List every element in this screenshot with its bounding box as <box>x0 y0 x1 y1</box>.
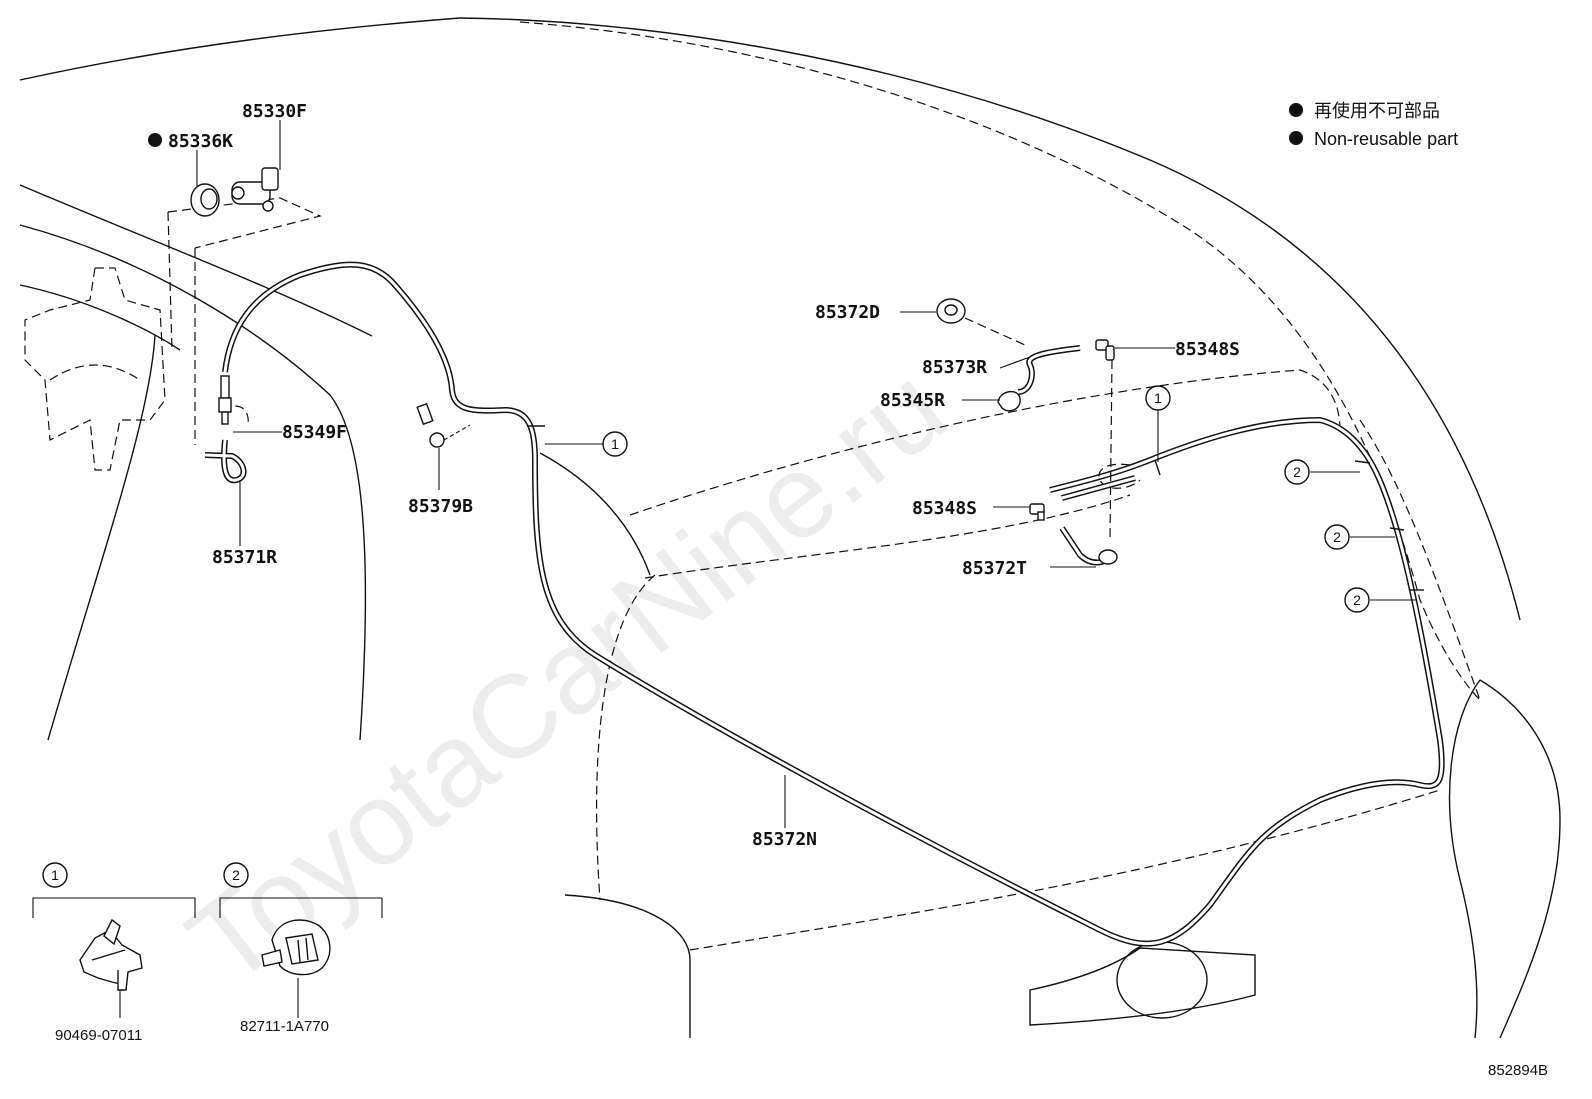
leader-lines <box>196 120 1416 828</box>
hose-segment <box>1061 475 1136 501</box>
callout-2-b: 2 <box>1324 524 1350 550</box>
label-85348S-top: 85348S <box>1175 339 1240 360</box>
callout-2-a: 2 <box>1284 459 1310 485</box>
clip-detail-2-index: 2 <box>232 867 240 883</box>
label-85349F: 85349F <box>282 422 347 443</box>
cap-85372D <box>936 298 966 324</box>
label-85379B: 85379B <box>408 496 473 517</box>
legend-line-2: Non-reusable part <box>1314 129 1458 149</box>
clip-detail-2-part-number: 82711-1A770 <box>240 1018 329 1035</box>
callout-2-c: 2 <box>1344 587 1370 613</box>
nozzle-85372T <box>1059 526 1118 566</box>
label-85372N: 85372N <box>752 829 817 850</box>
callouts: 1 1 2 2 2 <box>602 385 1370 613</box>
label-85371R: 85371R <box>212 547 277 568</box>
rear-nozzle-area <box>527 298 1424 591</box>
clip-82711-1A770-icon <box>261 919 331 976</box>
joint-85348S-top <box>1095 339 1115 361</box>
label-85372T: 85372T <box>962 558 1027 579</box>
washer-hose-85372N <box>222 261 1445 947</box>
joint-85349F <box>218 375 232 425</box>
clip-90469-07011-icon <box>79 918 143 991</box>
label-85336K: 85336K <box>168 131 233 152</box>
legend-marker-1 <box>1289 103 1303 117</box>
callout-1-b: 1 <box>1145 385 1171 411</box>
grommet-85336K <box>190 183 220 217</box>
label-85345R: 85345R <box>880 390 945 411</box>
non-reusable-marker <box>148 133 162 147</box>
callout-number: 1 <box>1154 390 1162 406</box>
clip-detail-1: 1 90469-07011 <box>32 862 196 1044</box>
pump-assembly-area <box>167 167 471 484</box>
label-85373R: 85373R <box>922 357 987 378</box>
clip-detail-1-index: 1 <box>51 867 59 883</box>
diagram-code: 852894B <box>1488 1062 1548 1079</box>
part-labels: 85330F 85336K 85349F 85371R 85379B 85372… <box>148 101 1240 850</box>
legend-line-1: 再使用不可部品 <box>1314 101 1440 121</box>
clip-detail-1-part-number: 90469-07011 <box>55 1027 142 1044</box>
hose-85371R <box>204 439 247 484</box>
label-85348S-mid: 85348S <box>912 498 977 519</box>
label-85330F: 85330F <box>242 101 307 122</box>
clip-detail-2: 2 82711-1A770 <box>219 862 383 1035</box>
clip-85345R <box>997 391 1021 412</box>
callout-1-a: 1 <box>602 431 628 457</box>
joint-85348S-mid <box>1029 503 1045 521</box>
callout-number: 2 <box>1293 464 1301 480</box>
hose-85373R <box>1017 345 1081 395</box>
legend-marker-2 <box>1289 131 1303 145</box>
label-85372D: 85372D <box>815 302 880 323</box>
check-valve-85379B <box>416 402 471 448</box>
callout-number: 2 <box>1333 529 1341 545</box>
legend: 再使用不可部品 Non-reusable part <box>1289 101 1458 149</box>
vehicle-body-outline <box>19 17 1561 1039</box>
callout-number: 1 <box>611 436 619 452</box>
washer-pump-85330F <box>231 167 279 212</box>
callout-number: 2 <box>1353 592 1361 608</box>
